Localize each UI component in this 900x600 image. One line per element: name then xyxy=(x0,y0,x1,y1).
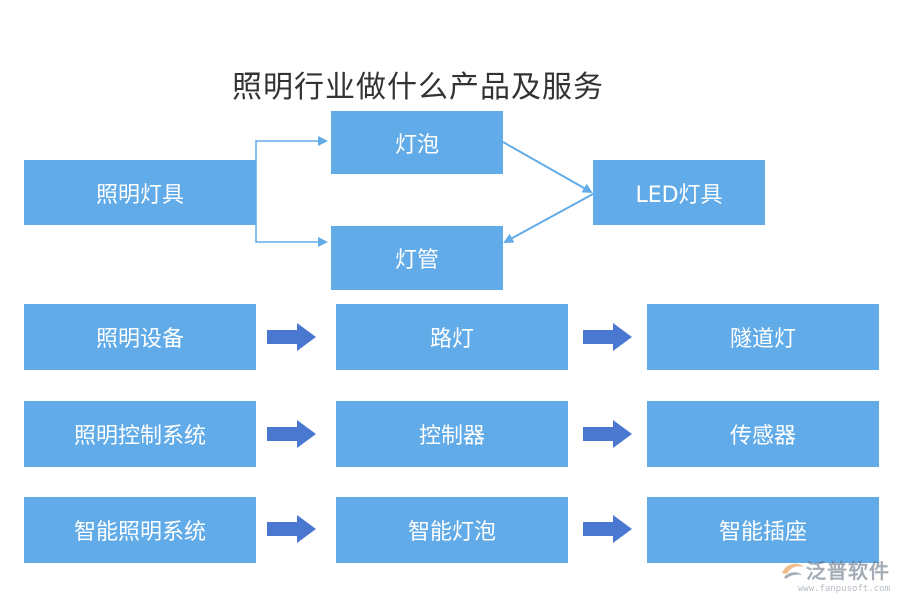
bulb-box: 灯泡 xyxy=(331,111,503,174)
tube-label: 灯管 xyxy=(394,248,439,273)
connector-root-to-tube xyxy=(255,192,328,247)
root-label: 照明灯具 xyxy=(95,182,184,208)
row-3-col-1-box: 智能照明系统 xyxy=(24,497,256,563)
connector-root-to-bulb xyxy=(255,136,328,192)
row-1-arrow-2 xyxy=(583,323,632,351)
row-2-col-1-box: 照明控制系统 xyxy=(24,401,256,467)
row-2-arrow-1 xyxy=(267,420,316,448)
row-1-col-1-label: 照明设备 xyxy=(95,327,184,352)
row-2-col-2-label: 控制器 xyxy=(418,424,485,449)
led-label: LED灯具 xyxy=(635,182,723,208)
diagram-title: 照明行业做什么产品及服务 xyxy=(232,70,604,105)
row-1-col-3-label: 隧道灯 xyxy=(729,327,796,352)
bulb-label: 灯泡 xyxy=(394,132,439,158)
fanpu-logo-icon xyxy=(782,563,804,579)
row-1-col-3-box: 隧道灯 xyxy=(647,304,879,370)
tube-box: 灯管 xyxy=(331,226,503,290)
watermark: 泛普软件 www.fanpusoft.com xyxy=(780,555,890,594)
row-2-arrow-2 xyxy=(583,420,632,448)
root-box: 照明灯具 xyxy=(24,160,256,225)
row-1-arrow-1 xyxy=(267,323,316,351)
row-3-col-3-label: 智能插座 xyxy=(718,520,807,545)
row-3-col-3-box: 智能插座 xyxy=(647,497,879,563)
row-2-col-3-box: 传感器 xyxy=(647,401,879,467)
watermark-url: www.fanpusoft.com xyxy=(797,584,890,594)
row-1-col-2-label: 路灯 xyxy=(429,327,474,352)
row-3-col-2-label: 智能灯泡 xyxy=(407,520,496,545)
row-3-arrow-1 xyxy=(267,515,316,543)
row-3-col-2-box: 智能灯泡 xyxy=(336,497,568,563)
connector-bulb-to-led xyxy=(502,141,593,193)
row-2-col-1-label: 照明控制系统 xyxy=(73,424,206,449)
row-3-arrow-2 xyxy=(583,515,632,543)
row-1-col-1-box: 照明设备 xyxy=(24,304,256,370)
row-3-col-1-label: 智能照明系统 xyxy=(73,520,206,545)
watermark-name: 泛普软件 xyxy=(806,559,890,583)
row-1-col-2-box: 路灯 xyxy=(336,304,568,370)
row-2-col-3-label: 传感器 xyxy=(729,424,796,449)
connector-led-to-tube xyxy=(503,193,594,243)
led-box: LED灯具 xyxy=(593,160,765,225)
row-2-col-2-box: 控制器 xyxy=(336,401,568,467)
